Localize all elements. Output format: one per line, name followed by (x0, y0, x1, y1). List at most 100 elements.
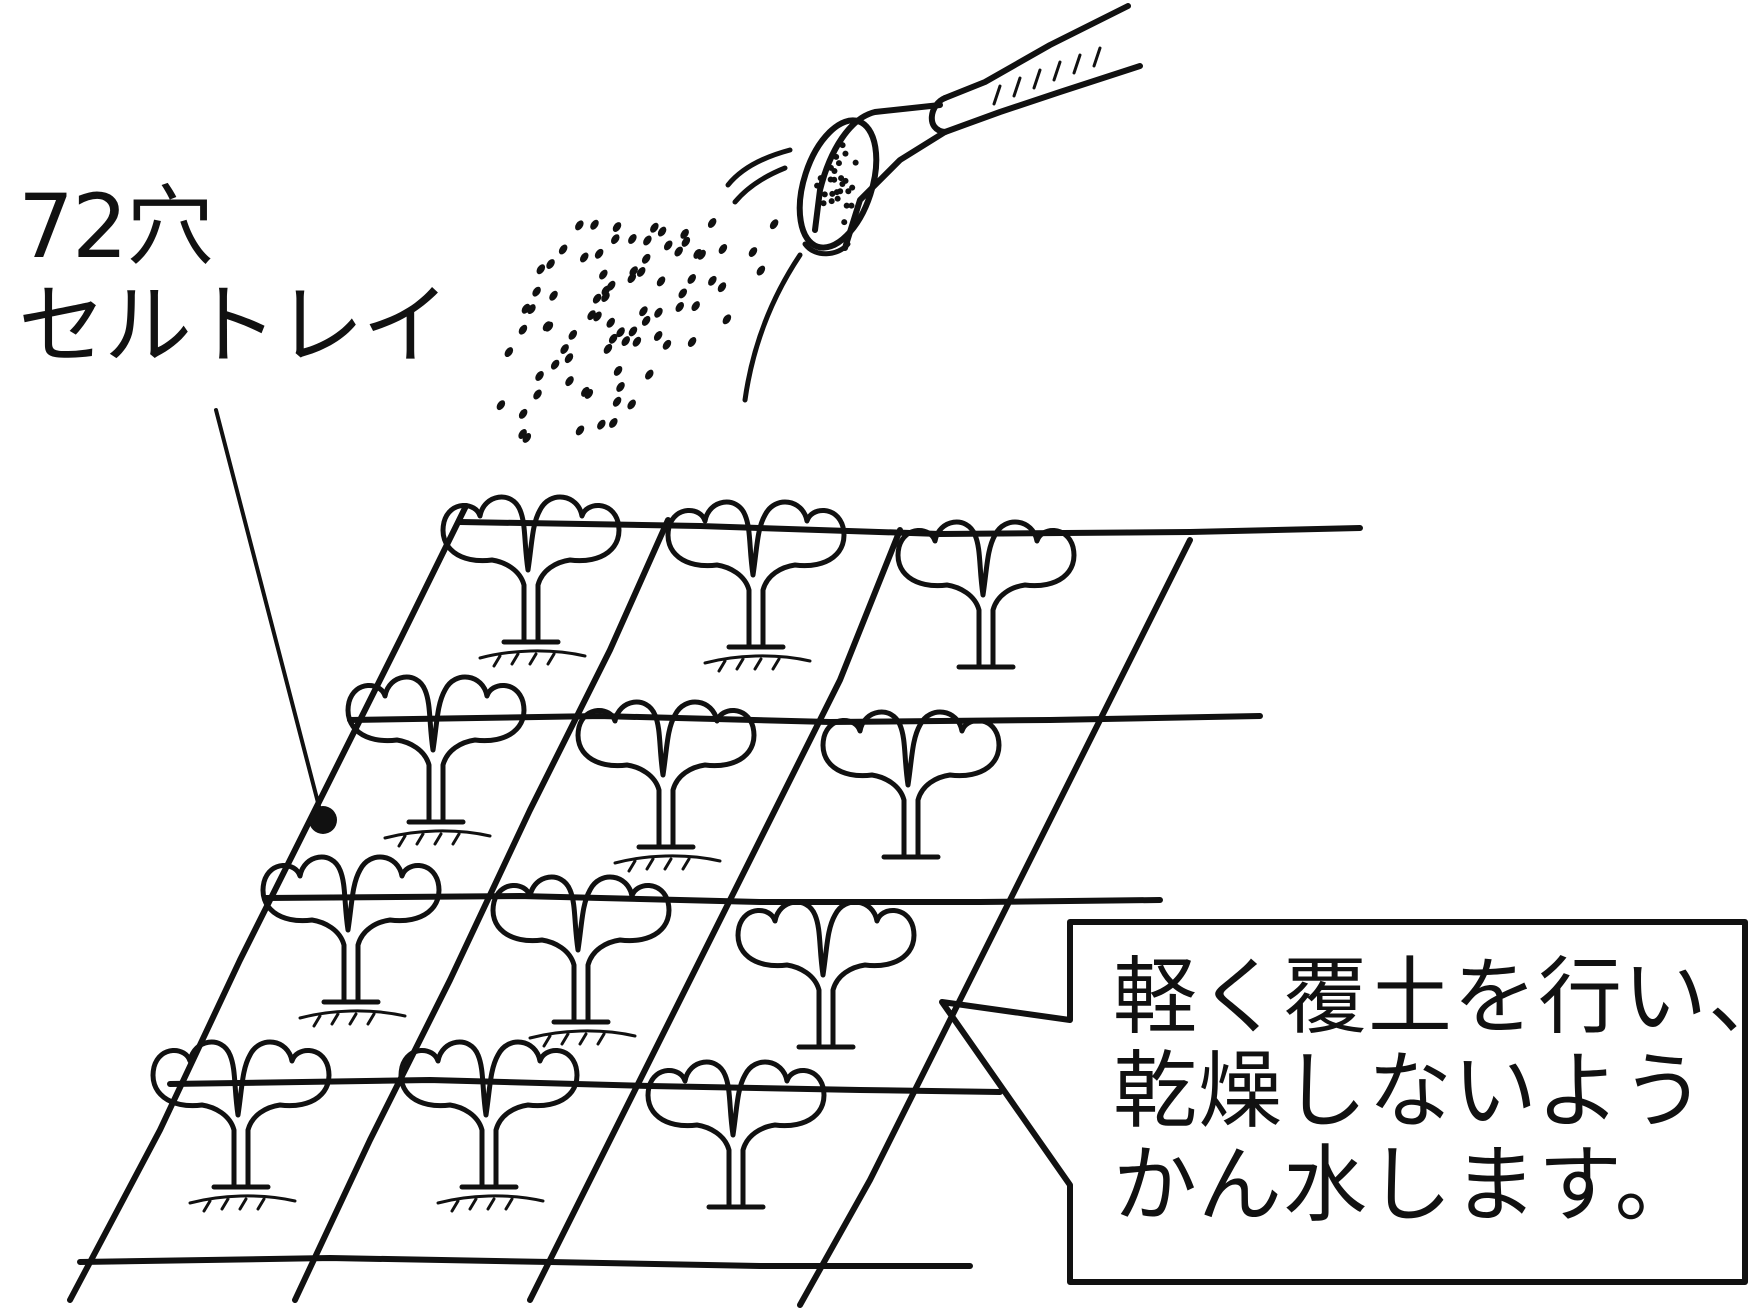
rose-hole (843, 202, 850, 209)
spray-drop (592, 293, 602, 304)
rose-hole (838, 175, 845, 182)
rose-hole (827, 176, 834, 183)
spray-drop (612, 396, 622, 407)
seedling-icon (645, 1059, 827, 1210)
tray-label-line-1: 72穴 (18, 175, 214, 278)
seedling-icon (490, 874, 672, 1048)
spray-drop (518, 324, 528, 335)
seedling-icon (665, 499, 847, 673)
rose-hole (814, 182, 821, 189)
rose-hole (834, 195, 841, 202)
spray-drop (533, 389, 542, 400)
spray-drop (657, 226, 667, 237)
rose-hole (817, 175, 824, 182)
rose-hole (839, 142, 846, 149)
spray-drop (535, 371, 544, 381)
water-spray-icon (496, 147, 803, 443)
spray-drop (518, 429, 527, 439)
spray-drop (612, 222, 622, 232)
spray-drop (609, 418, 618, 428)
seedling-icon (440, 494, 622, 668)
spray-drop (568, 329, 578, 340)
spray-drop (628, 234, 637, 244)
spray-drop (681, 236, 691, 247)
spray-drop (584, 388, 594, 399)
spray-drop (675, 302, 685, 312)
rose-hole (820, 200, 827, 207)
spray-drop (674, 246, 683, 257)
spray-drop (564, 353, 574, 364)
spray-drop (560, 344, 569, 354)
spray-drop (756, 265, 766, 276)
spray-drop (613, 365, 623, 376)
callout-box (939, 919, 1748, 1285)
spray-drop (504, 347, 514, 358)
seedlings (150, 494, 1077, 1213)
callout-text: 軽く覆土を行い、 乾燥しないよう かん水します。 (1113, 950, 1752, 1232)
spray-drop (769, 219, 779, 230)
rose-hole (848, 202, 855, 209)
rose-hole (841, 219, 848, 226)
rose-hole (821, 191, 828, 198)
spray-drop (597, 419, 606, 430)
seedling-icon (260, 854, 442, 1028)
spray-drop (621, 336, 631, 347)
spray-drop (590, 219, 599, 230)
spray-drop (687, 274, 697, 284)
spray-drop (654, 307, 663, 318)
spray-drop (579, 252, 589, 263)
spray-drop (693, 248, 702, 259)
spray-drop (527, 304, 536, 315)
rose-hole (829, 190, 836, 197)
rose-hole (852, 159, 859, 166)
seedling-icon (820, 709, 1002, 860)
spray-drop (687, 337, 697, 347)
spray-drop (636, 266, 646, 277)
watering-can-icon (796, 3, 1143, 257)
seedling-icon (895, 519, 1077, 670)
seedling-icon (735, 899, 917, 1050)
spray-drop (641, 315, 651, 326)
spray-drop (663, 240, 673, 251)
spray-drop (587, 310, 596, 321)
spray-drop (678, 288, 688, 299)
rose-hole (842, 177, 849, 184)
rose-hole (837, 188, 844, 195)
spray-drop (662, 339, 672, 350)
spray-drop (542, 321, 552, 332)
spray-drop (627, 399, 636, 410)
seedling-icon (150, 1039, 332, 1213)
spray-drop (606, 280, 616, 291)
spray-drop (653, 331, 663, 341)
spray-drop (650, 222, 659, 233)
rose-hole (833, 153, 840, 160)
rose-hole (842, 150, 849, 157)
tray-label-pointer (214, 408, 337, 834)
spray-drop (565, 376, 574, 387)
spray-drop (656, 276, 666, 287)
spray-drop (558, 244, 568, 255)
spray-drop (550, 359, 560, 370)
seedling-icon (398, 1039, 580, 1213)
tray-label-line-2: セルトレイ (18, 273, 450, 377)
spray-drop (575, 220, 584, 231)
spray-drop (639, 306, 648, 317)
spray-drop (691, 301, 700, 312)
spray-drop (518, 408, 528, 419)
spray-drop (616, 382, 625, 392)
seedling-icon (345, 674, 527, 848)
spray-drop (599, 269, 608, 280)
rose-hole (828, 198, 835, 205)
spray-drop (611, 234, 620, 245)
spray-drop (536, 264, 546, 275)
rose-hole (849, 184, 856, 191)
spray-drop (496, 400, 506, 411)
spray-drop (629, 266, 638, 277)
rose-hole (845, 188, 852, 195)
spray-drop (718, 244, 728, 254)
spray-drop (641, 253, 651, 264)
rose-hole (835, 160, 842, 167)
spray-drop (575, 425, 585, 436)
spray-drop (748, 247, 758, 257)
